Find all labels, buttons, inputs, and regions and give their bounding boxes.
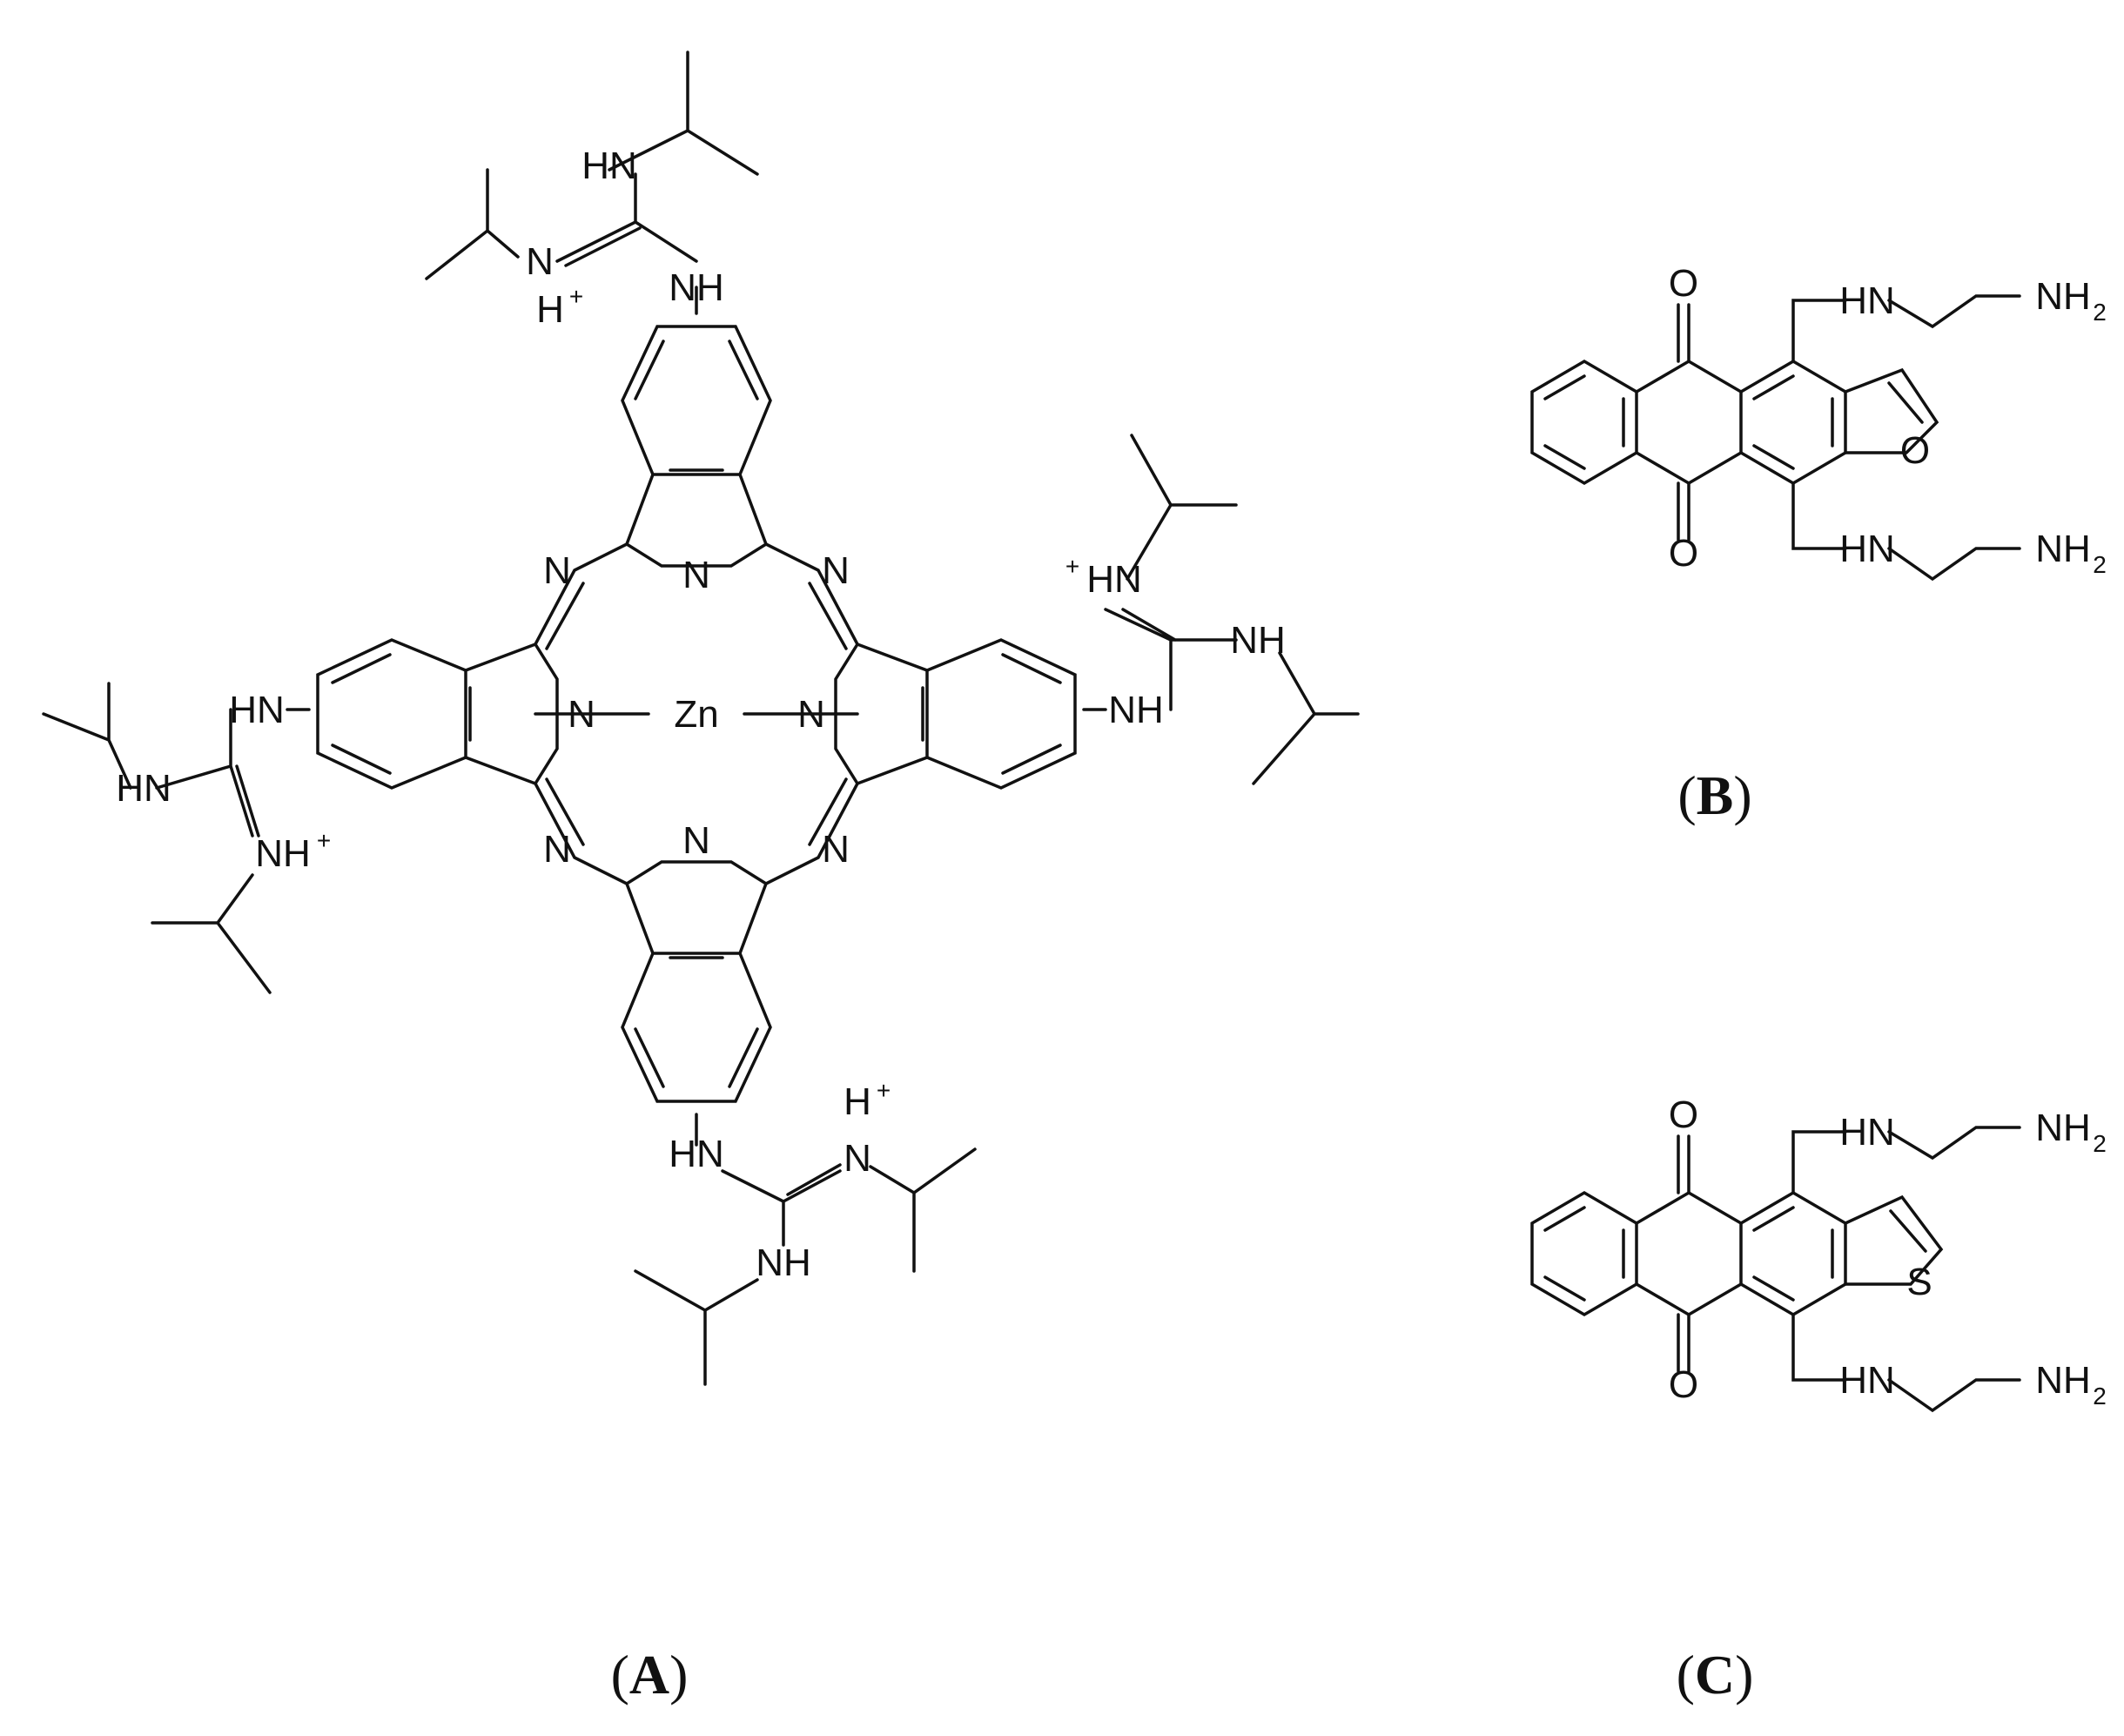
bottom-h-plus: H bbox=[844, 1080, 871, 1123]
panel-b-label: (B) bbox=[1677, 764, 1751, 826]
panel-a-label: (A) bbox=[611, 1644, 689, 1706]
b-nh2-top: NH bbox=[2035, 275, 2091, 318]
c-hn-bottom: HN bbox=[1839, 1359, 1895, 1402]
panel-a-structure: Zn N N N N N N N N NH HN N H + HN HN NH … bbox=[42, 50, 1360, 1706]
c-nh2-bottom-sub: 2 bbox=[2093, 1383, 2107, 1410]
top-hn: HN bbox=[581, 145, 637, 187]
bottom-plus: + bbox=[877, 1077, 891, 1104]
panel-a-atom-labels: Zn N N N N N N N N NH HN N H + HN HN NH … bbox=[116, 145, 1286, 1284]
b-hn-top: HN bbox=[1839, 279, 1895, 322]
aza-n-bottom-right: N bbox=[822, 828, 850, 871]
left-nh-plus: NH bbox=[255, 832, 311, 875]
aza-n-top-left: N bbox=[543, 549, 571, 592]
left-hn-2: HN bbox=[116, 767, 171, 810]
bottom-hn: HN bbox=[669, 1133, 724, 1175]
right-plus: + bbox=[1065, 553, 1079, 580]
aza-n-top-right: N bbox=[822, 549, 850, 592]
c-oxo-bottom: O bbox=[1669, 1363, 1698, 1406]
b-nh2-top-sub: 2 bbox=[2093, 299, 2107, 326]
c-nh2-top: NH bbox=[2035, 1107, 2091, 1149]
c-oxo-top: O bbox=[1669, 1093, 1698, 1136]
bottom-nh: NH bbox=[756, 1241, 811, 1284]
c-hn-top: HN bbox=[1839, 1111, 1895, 1154]
core-n-right: N bbox=[797, 693, 825, 736]
right-nh-2: NH bbox=[1230, 619, 1286, 662]
b-hn-bottom: HN bbox=[1839, 528, 1895, 570]
right-plus-hn: HN bbox=[1086, 558, 1142, 601]
bottom-n-plus: N bbox=[844, 1137, 871, 1180]
top-n-plus: N bbox=[526, 240, 554, 283]
c-thiophene-s: S bbox=[1906, 1261, 1932, 1303]
core-n-bottom: N bbox=[682, 819, 710, 862]
c-nh2-top-sub: 2 bbox=[2093, 1130, 2107, 1157]
panel-c-label: (C) bbox=[1677, 1644, 1754, 1706]
c-nh2-bottom: NH bbox=[2035, 1359, 2091, 1402]
top-plus: + bbox=[569, 283, 583, 310]
top-nh: NH bbox=[669, 266, 724, 309]
core-n-top: N bbox=[682, 554, 710, 596]
core-n-left: N bbox=[568, 693, 595, 736]
metal-zn-label: Zn bbox=[674, 693, 718, 736]
b-nh2-bottom-sub: 2 bbox=[2093, 551, 2107, 578]
panel-c-bonds bbox=[1530, 1126, 2021, 1413]
b-furan-o: O bbox=[1900, 429, 1930, 472]
right-nh-1: NH bbox=[1108, 689, 1164, 731]
b-oxo-top: O bbox=[1669, 262, 1698, 305]
left-plus: + bbox=[317, 827, 331, 854]
left-hn-1: HN bbox=[229, 689, 285, 731]
panel-a-bonds bbox=[42, 50, 1360, 1386]
panel-c-atom-labels: O O S HN HN NH 2 NH 2 bbox=[1669, 1093, 2107, 1410]
top-h-plus: H bbox=[536, 288, 564, 331]
b-oxo-bottom: O bbox=[1669, 532, 1698, 575]
panel-c-structure: O O S HN HN NH 2 NH 2 bbox=[1530, 1093, 2107, 1413]
panel-b-bonds bbox=[1530, 294, 2021, 582]
panel-b-structure: O O O HN HN NH 2 NH 2 bbox=[1530, 262, 2107, 582]
b-nh2-bottom: NH bbox=[2035, 528, 2091, 570]
panel-b-atom-labels: O O O HN HN NH 2 NH 2 bbox=[1669, 262, 2107, 578]
aza-n-bottom-left: N bbox=[543, 828, 571, 871]
